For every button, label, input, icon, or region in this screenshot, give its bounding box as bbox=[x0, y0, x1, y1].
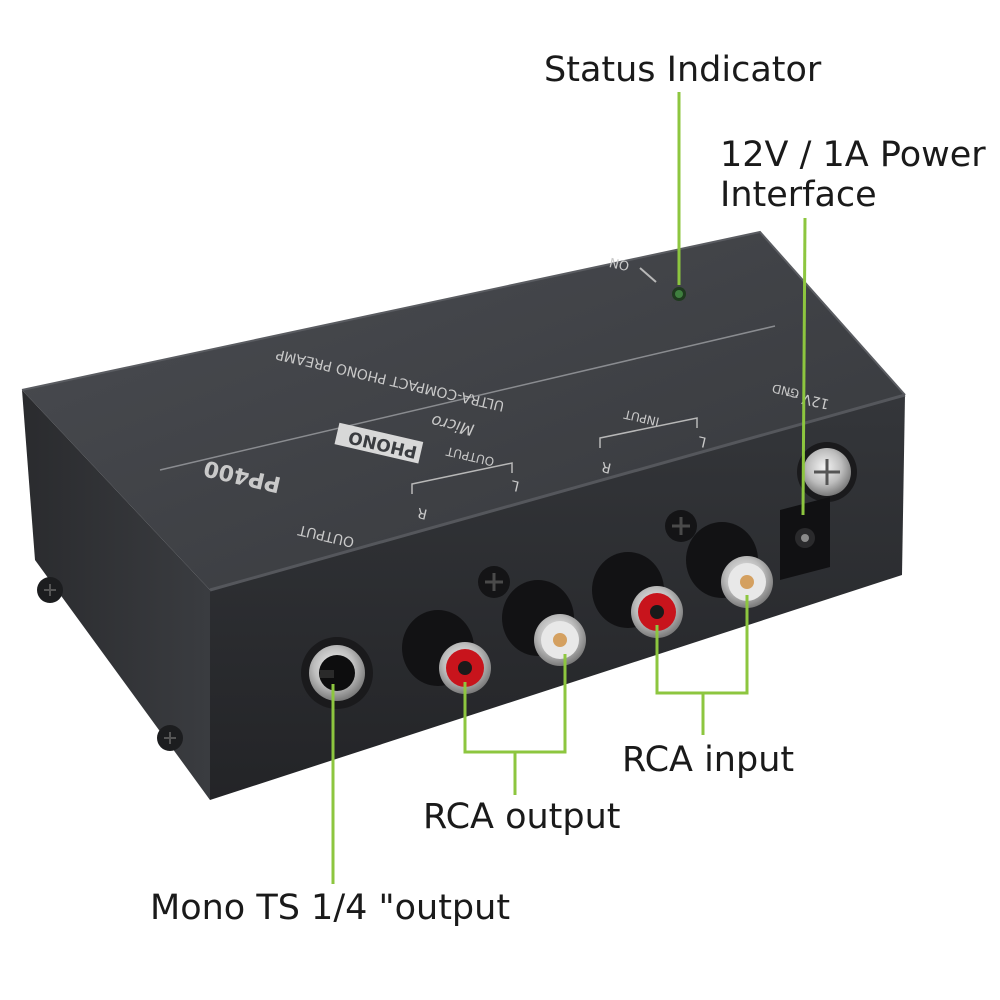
power-callout-line bbox=[801, 217, 807, 516]
front-screw-icon bbox=[478, 566, 510, 598]
rca-input-red-jack-icon bbox=[592, 552, 683, 638]
ground-terminal-icon bbox=[797, 442, 857, 502]
power-interface-callout: 12V / 1A Power Interface bbox=[720, 135, 986, 215]
device-left-side bbox=[22, 390, 210, 800]
rca-output-red-jack-icon bbox=[402, 610, 491, 694]
output-l-label: L bbox=[510, 476, 521, 493]
mono-output-callout: Mono TS 1/4 "output bbox=[150, 888, 511, 928]
side-screw-icon bbox=[37, 577, 63, 603]
dc-power-jack-icon bbox=[780, 497, 830, 580]
rca-input-callout-line bbox=[655, 595, 749, 735]
input-r-label: R bbox=[600, 458, 613, 476]
side-screw-icon bbox=[157, 725, 183, 751]
device-top-face bbox=[22, 232, 905, 590]
quarter-inch-jack-icon bbox=[301, 637, 373, 709]
input-l-label: L bbox=[697, 432, 708, 449]
rca-output-callout: RCA output bbox=[423, 797, 621, 837]
status-indicator-callout: Status Indicator bbox=[544, 50, 822, 90]
front-screw-icon bbox=[665, 510, 697, 542]
rca-output-callout-line bbox=[463, 654, 567, 795]
rca-input-callout: RCA input bbox=[622, 740, 795, 780]
on-label: ON bbox=[608, 254, 631, 273]
power-callout-line2: Interface bbox=[720, 175, 877, 215]
callout-lines bbox=[331, 92, 807, 884]
status-led-icon bbox=[672, 287, 686, 301]
gnd-label: GND bbox=[771, 381, 801, 401]
power-callout-line1: 12V / 1A Power bbox=[720, 135, 986, 175]
output-r-label: R bbox=[416, 504, 429, 522]
rca-output-white-jack-icon bbox=[502, 580, 586, 666]
rca-input-white-jack-icon bbox=[686, 522, 773, 608]
